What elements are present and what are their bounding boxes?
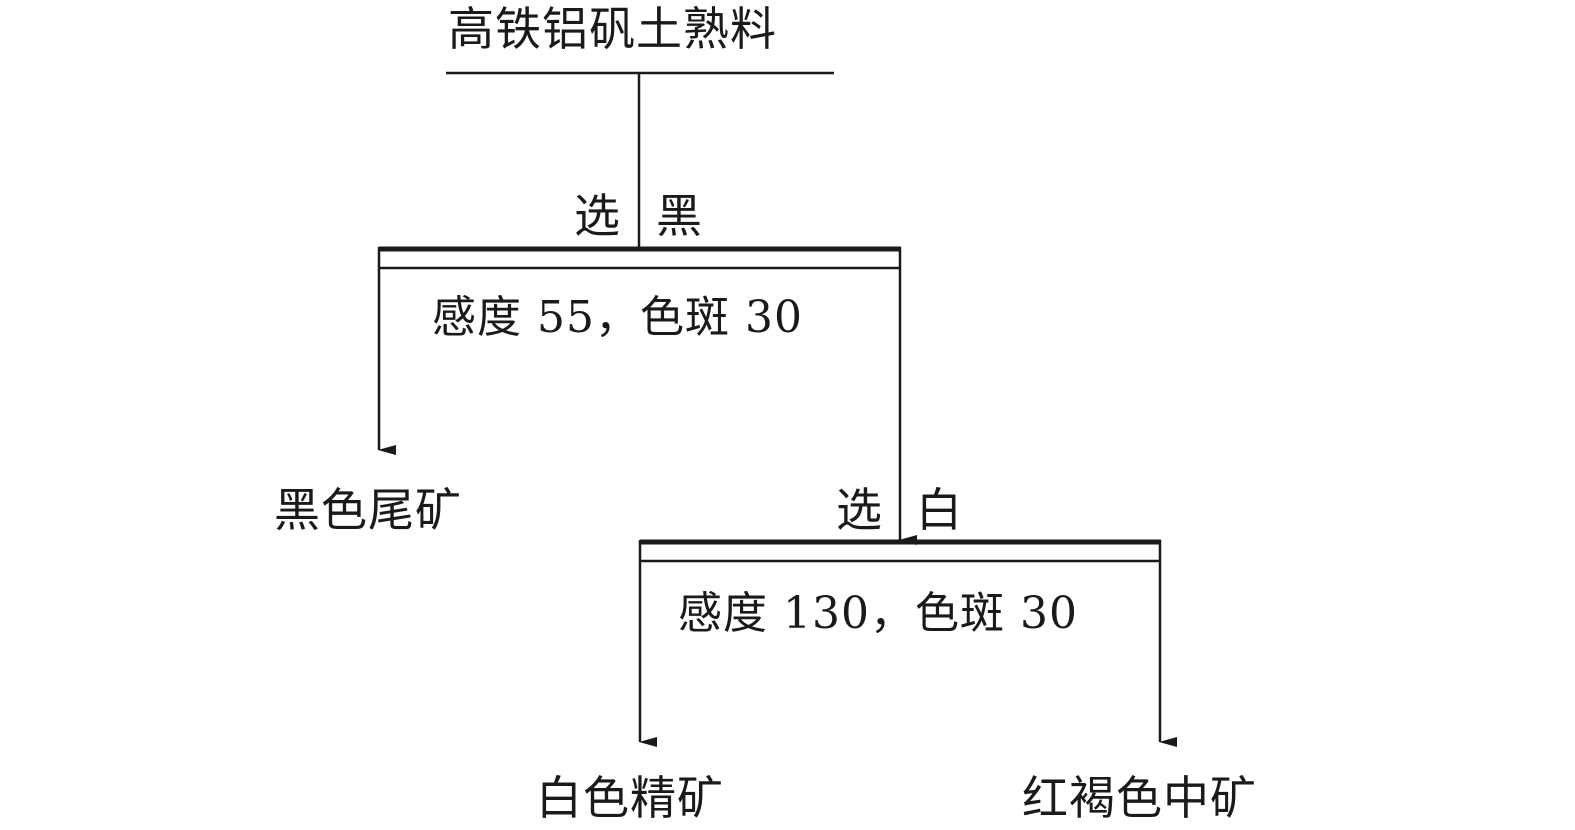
stage1-reject-product: 黑色尾矿 [274, 483, 462, 537]
stage2-middling-product: 红褐色中矿 [1022, 771, 1257, 825]
stage2-operation-left: 选 [836, 483, 883, 537]
stage2-operation-right: 白 [916, 483, 963, 537]
stage1-condition: 感度 55，色斑 30 [432, 292, 803, 343]
stage2-condition: 感度 130，色斑 30 [678, 588, 1078, 639]
feed-label: 高铁铝矾土熟料 [448, 2, 777, 56]
stage1-operation-right: 黑 [656, 189, 703, 243]
stage2-accept-product: 白色精矿 [536, 771, 724, 825]
stage1-operation-left: 选 [574, 189, 621, 243]
